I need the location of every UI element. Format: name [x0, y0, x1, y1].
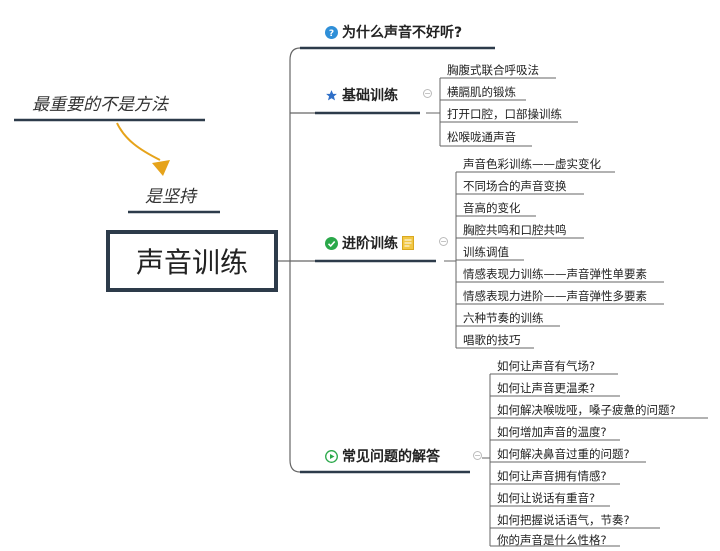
list-item[interactable]: 胸腹式联合呼吸法 [447, 63, 539, 77]
collapse-basic-button[interactable]: − [423, 89, 432, 98]
list-item[interactable]: 横膈肌的锻炼 [447, 85, 516, 99]
list-item[interactable]: 声音色彩训练——虚实变化 [463, 157, 601, 171]
branch-advanced[interactable]: 进阶训练 [325, 233, 414, 253]
branch-why-label: 为什么声音不好听? [342, 25, 463, 41]
list-item[interactable]: 打开口腔，口部操训练 [447, 107, 562, 121]
list-item[interactable]: 训练调值 [463, 245, 509, 259]
list-item[interactable]: 音高的变化 [463, 201, 521, 215]
branch-faq[interactable]: 常见问题的解答 [325, 446, 440, 466]
list-item[interactable]: 如何让声音有气场? [497, 359, 596, 373]
star-icon [325, 89, 338, 102]
main-trunk [289, 47, 301, 473]
branch-basic-label: 基础训练 [342, 88, 398, 104]
branch-faq-label: 常见问题的解答 [342, 449, 440, 465]
arrow-head [152, 160, 170, 176]
note-bottom: 是坚持 [145, 187, 196, 207]
svg-text:?: ? [329, 29, 334, 39]
list-item[interactable]: 如何把握说话语气，节奏? [497, 513, 630, 527]
collapse-advanced-button[interactable]: − [439, 237, 448, 246]
list-item[interactable]: 如何让声音拥有情感? [497, 469, 607, 483]
list-item[interactable]: 如何增加声音的温度? [497, 425, 607, 439]
branch-basic[interactable]: 基础训练 [325, 85, 398, 105]
list-item[interactable]: 情感表现力进阶——声音弹性多要素 [463, 289, 647, 303]
list-item[interactable]: 如何解决喉咙哑，嗓子疲惫的问题? [497, 403, 676, 417]
list-item[interactable]: 情感表现力训练——声音弹性单要素 [463, 267, 647, 281]
check-circle-icon [325, 236, 338, 250]
note-icon[interactable] [402, 236, 414, 250]
list-item[interactable]: 松喉咙通声音 [447, 130, 516, 144]
branch-why[interactable]: ? 为什么声音不好听? [325, 22, 462, 42]
list-item[interactable]: 不同场合的声音变换 [463, 179, 567, 193]
central-node[interactable]: 声音训练 [106, 230, 278, 292]
arrow-line [116, 122, 161, 161]
list-item[interactable]: 如何让说话有重音? [497, 491, 596, 505]
list-item[interactable]: 如何解决鼻音过重的问题? [497, 447, 630, 461]
list-item[interactable]: 你的声音是什么性格? [497, 533, 607, 547]
branch-advanced-label: 进阶训练 [342, 236, 398, 252]
play-circle-icon [325, 449, 338, 463]
collapse-faq-button[interactable]: − [473, 451, 482, 460]
list-item[interactable]: 唱歌的技巧 [463, 333, 521, 347]
list-item[interactable]: 如何让声音更温柔? [497, 381, 596, 395]
list-item[interactable]: 胸腔共鸣和口腔共鸣 [463, 223, 567, 237]
question-icon: ? [325, 25, 338, 39]
note-top: 最重要的不是方法 [32, 95, 168, 115]
list-item[interactable]: 六种节奏的训练 [463, 311, 544, 325]
